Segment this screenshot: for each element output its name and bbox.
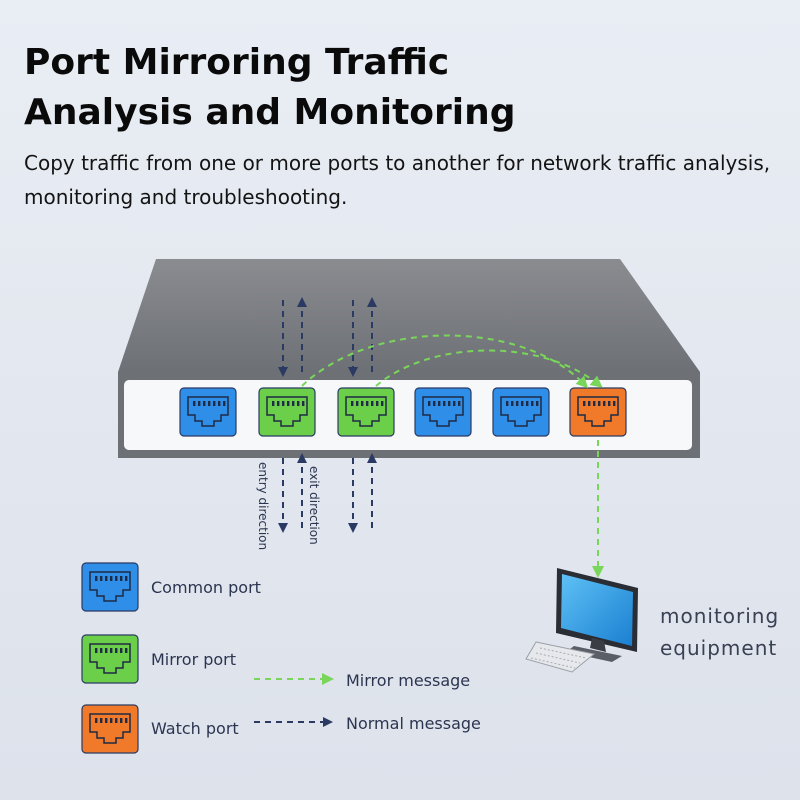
subtitle-line-2: monitoring and troubleshooting. — [24, 185, 348, 209]
page-title: Port Mirroring Traffic Analysis and Moni… — [24, 38, 584, 138]
mirror-port-1[interactable] — [258, 387, 316, 437]
legend-watch-port-label: Watch port — [151, 719, 239, 738]
mirror-arrow-port3-to-watch — [375, 349, 603, 388]
common-port-3[interactable] — [492, 387, 550, 437]
subtitle-line-1: Copy traffic from one or more ports to a… — [24, 151, 771, 175]
legend-common-port-icon — [81, 562, 139, 612]
monitoring-equipment-label: monitoring equipment — [660, 600, 779, 664]
title-line-1: Port Mirroring Traffic — [24, 42, 450, 83]
normal-arrows-bottom — [278, 453, 377, 533]
exit-direction-label: exit direction — [307, 466, 321, 545]
common-port-1[interactable] — [179, 387, 237, 437]
legend-mirror-port-label: Mirror port — [151, 650, 237, 669]
mirror-arrows — [301, 334, 604, 578]
legend-mirror-message-label: Mirror message — [346, 671, 471, 690]
normal-arrows-top — [278, 297, 377, 377]
common-port-2[interactable] — [414, 387, 472, 437]
entry-direction-label: entry direction — [256, 462, 270, 551]
equipment-label-line-2: equipment — [660, 636, 778, 660]
monitor-icon — [556, 568, 638, 662]
legend-normal-message-label: Normal message — [346, 714, 481, 733]
legend-mirror-port-icon — [81, 634, 139, 684]
legend-watch-port-icon — [81, 704, 139, 754]
legend-common-port-label: Common port — [151, 578, 261, 597]
switch-top-panel — [118, 259, 700, 372]
equipment-label-line-1: monitoring — [660, 604, 780, 628]
title-line-2: Analysis and Monitoring — [24, 92, 516, 133]
network-switch — [118, 259, 700, 458]
keyboard-icon — [525, 641, 596, 673]
mirror-port-2[interactable] — [337, 387, 395, 437]
watch-port[interactable] — [569, 387, 627, 437]
page-subtitle: Copy traffic from one or more ports to a… — [24, 146, 794, 214]
